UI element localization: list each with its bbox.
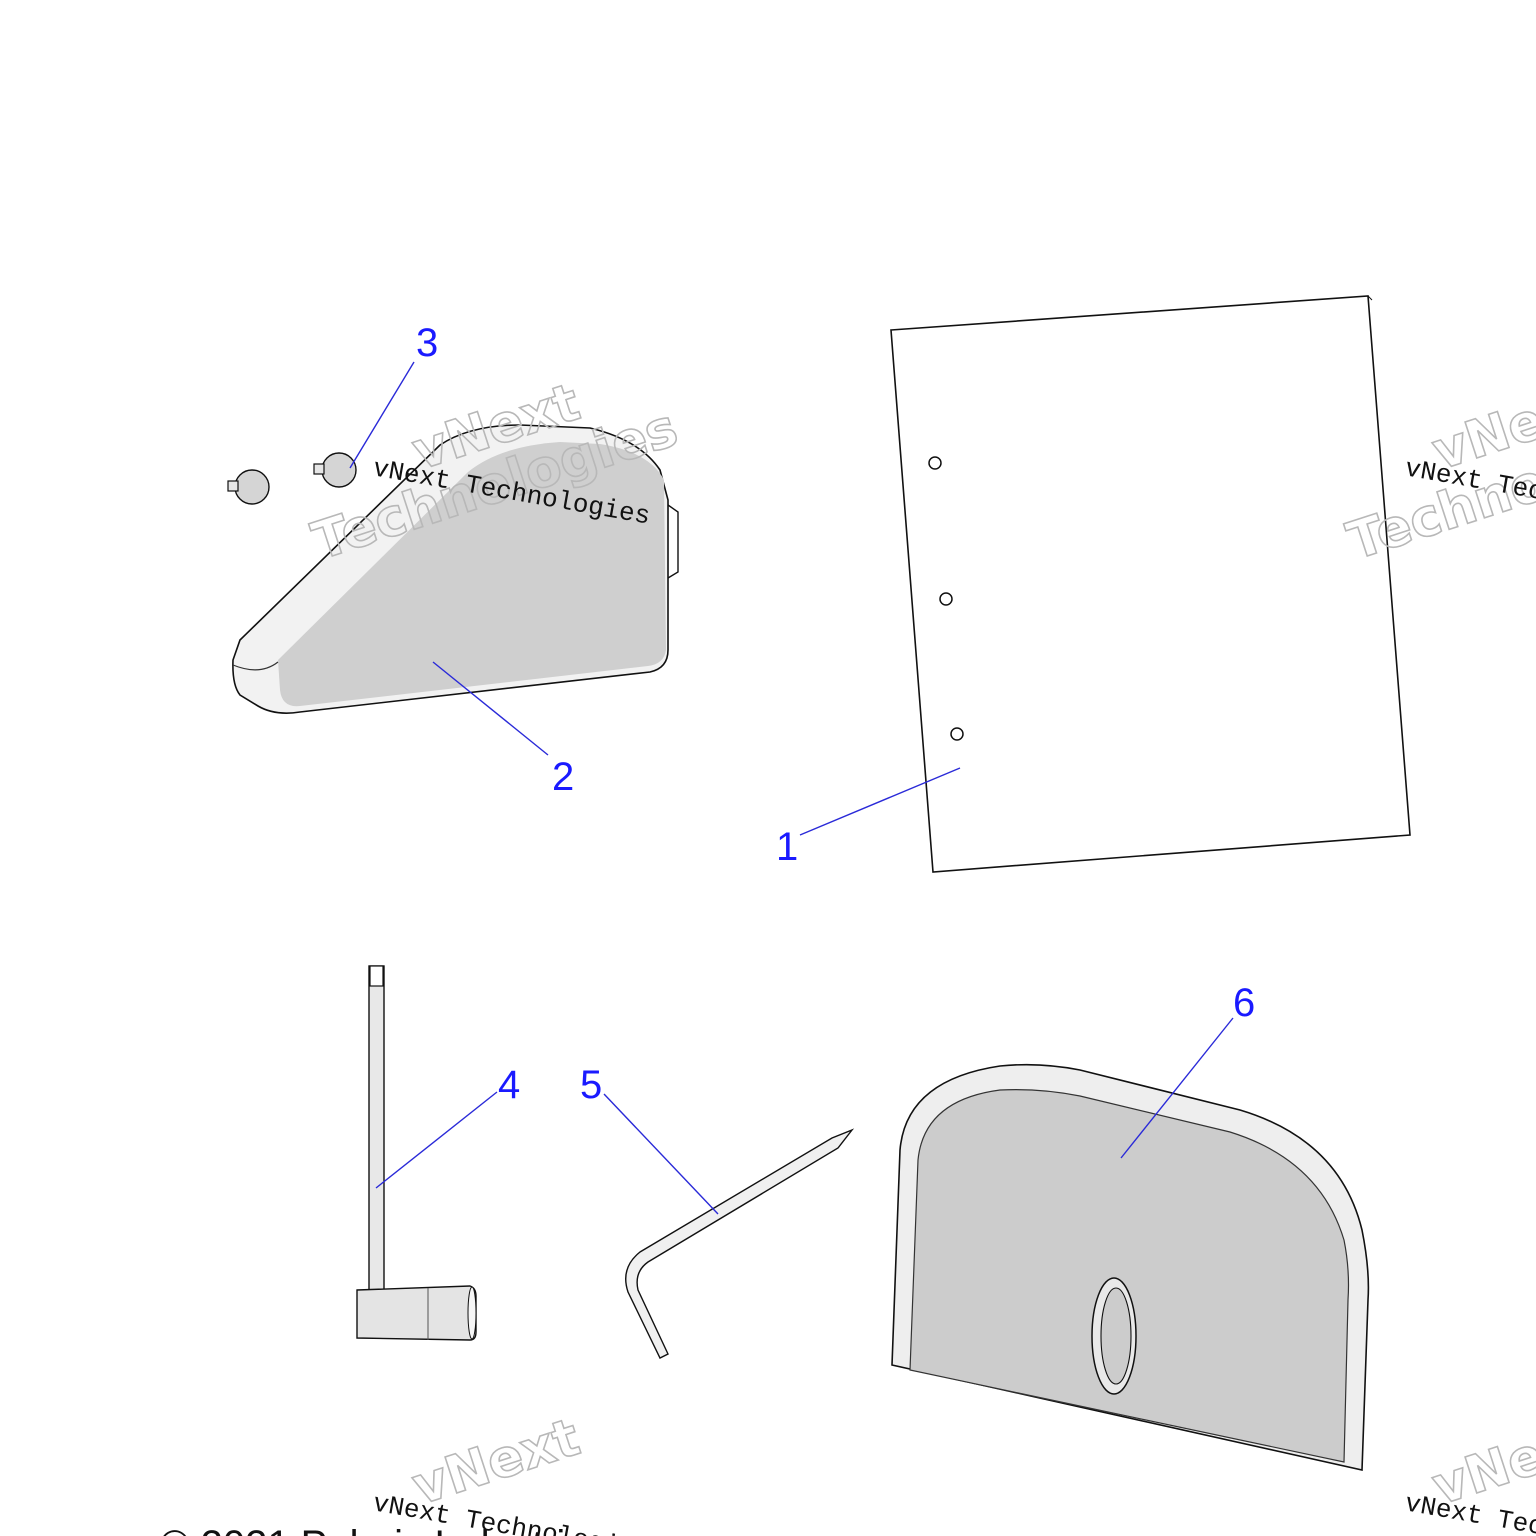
callout-3[interactable]: 3 bbox=[349, 321, 438, 469]
leader-line-3 bbox=[349, 361, 415, 469]
watermark-group-bottom-right: vNext vNext Technologies bbox=[1403, 1407, 1536, 1536]
snap-fastener-left bbox=[234, 469, 270, 505]
callout-4[interactable]: 4 bbox=[375, 1063, 520, 1189]
binder-hole-top bbox=[928, 456, 942, 470]
part-1-binder bbox=[890, 295, 1411, 873]
binder-hole-middle bbox=[939, 592, 953, 606]
callout-number-6: 6 bbox=[1233, 981, 1255, 1025]
leader-line-4 bbox=[375, 1091, 498, 1189]
callout-number-3: 3 bbox=[416, 321, 438, 365]
part-2-tool-pouch bbox=[232, 424, 679, 714]
callout-2[interactable]: 2 bbox=[432, 661, 574, 799]
leader-line-6 bbox=[1120, 1017, 1234, 1159]
callout-number-2: 2 bbox=[552, 755, 574, 799]
binder-hole-bottom bbox=[950, 727, 964, 741]
leader-line-2 bbox=[432, 661, 549, 756]
part-3-snap-fasteners bbox=[227, 452, 357, 505]
callout-6[interactable]: 6 bbox=[1120, 981, 1255, 1159]
copyright-text: © 2021 Polaris Industries bbox=[160, 1523, 607, 1536]
callout-5[interactable]: 5 bbox=[580, 1063, 719, 1215]
leader-line-1 bbox=[799, 767, 961, 836]
leader-line-5 bbox=[603, 1093, 719, 1215]
callout-number-5: 5 bbox=[580, 1063, 602, 1107]
callout-1[interactable]: 1 bbox=[776, 767, 961, 869]
part-6-storage-cover bbox=[891, 1063, 1370, 1471]
callout-number-4: 4 bbox=[498, 1063, 520, 1107]
snap-fastener-right bbox=[321, 452, 357, 488]
watermark-group-bottom-left: vNext vNext Technologies bbox=[371, 1407, 653, 1536]
part-4-spark-plug-wrench bbox=[356, 965, 477, 1341]
part-5-hex-key bbox=[625, 1128, 855, 1359]
callout-number-1: 1 bbox=[776, 825, 798, 869]
